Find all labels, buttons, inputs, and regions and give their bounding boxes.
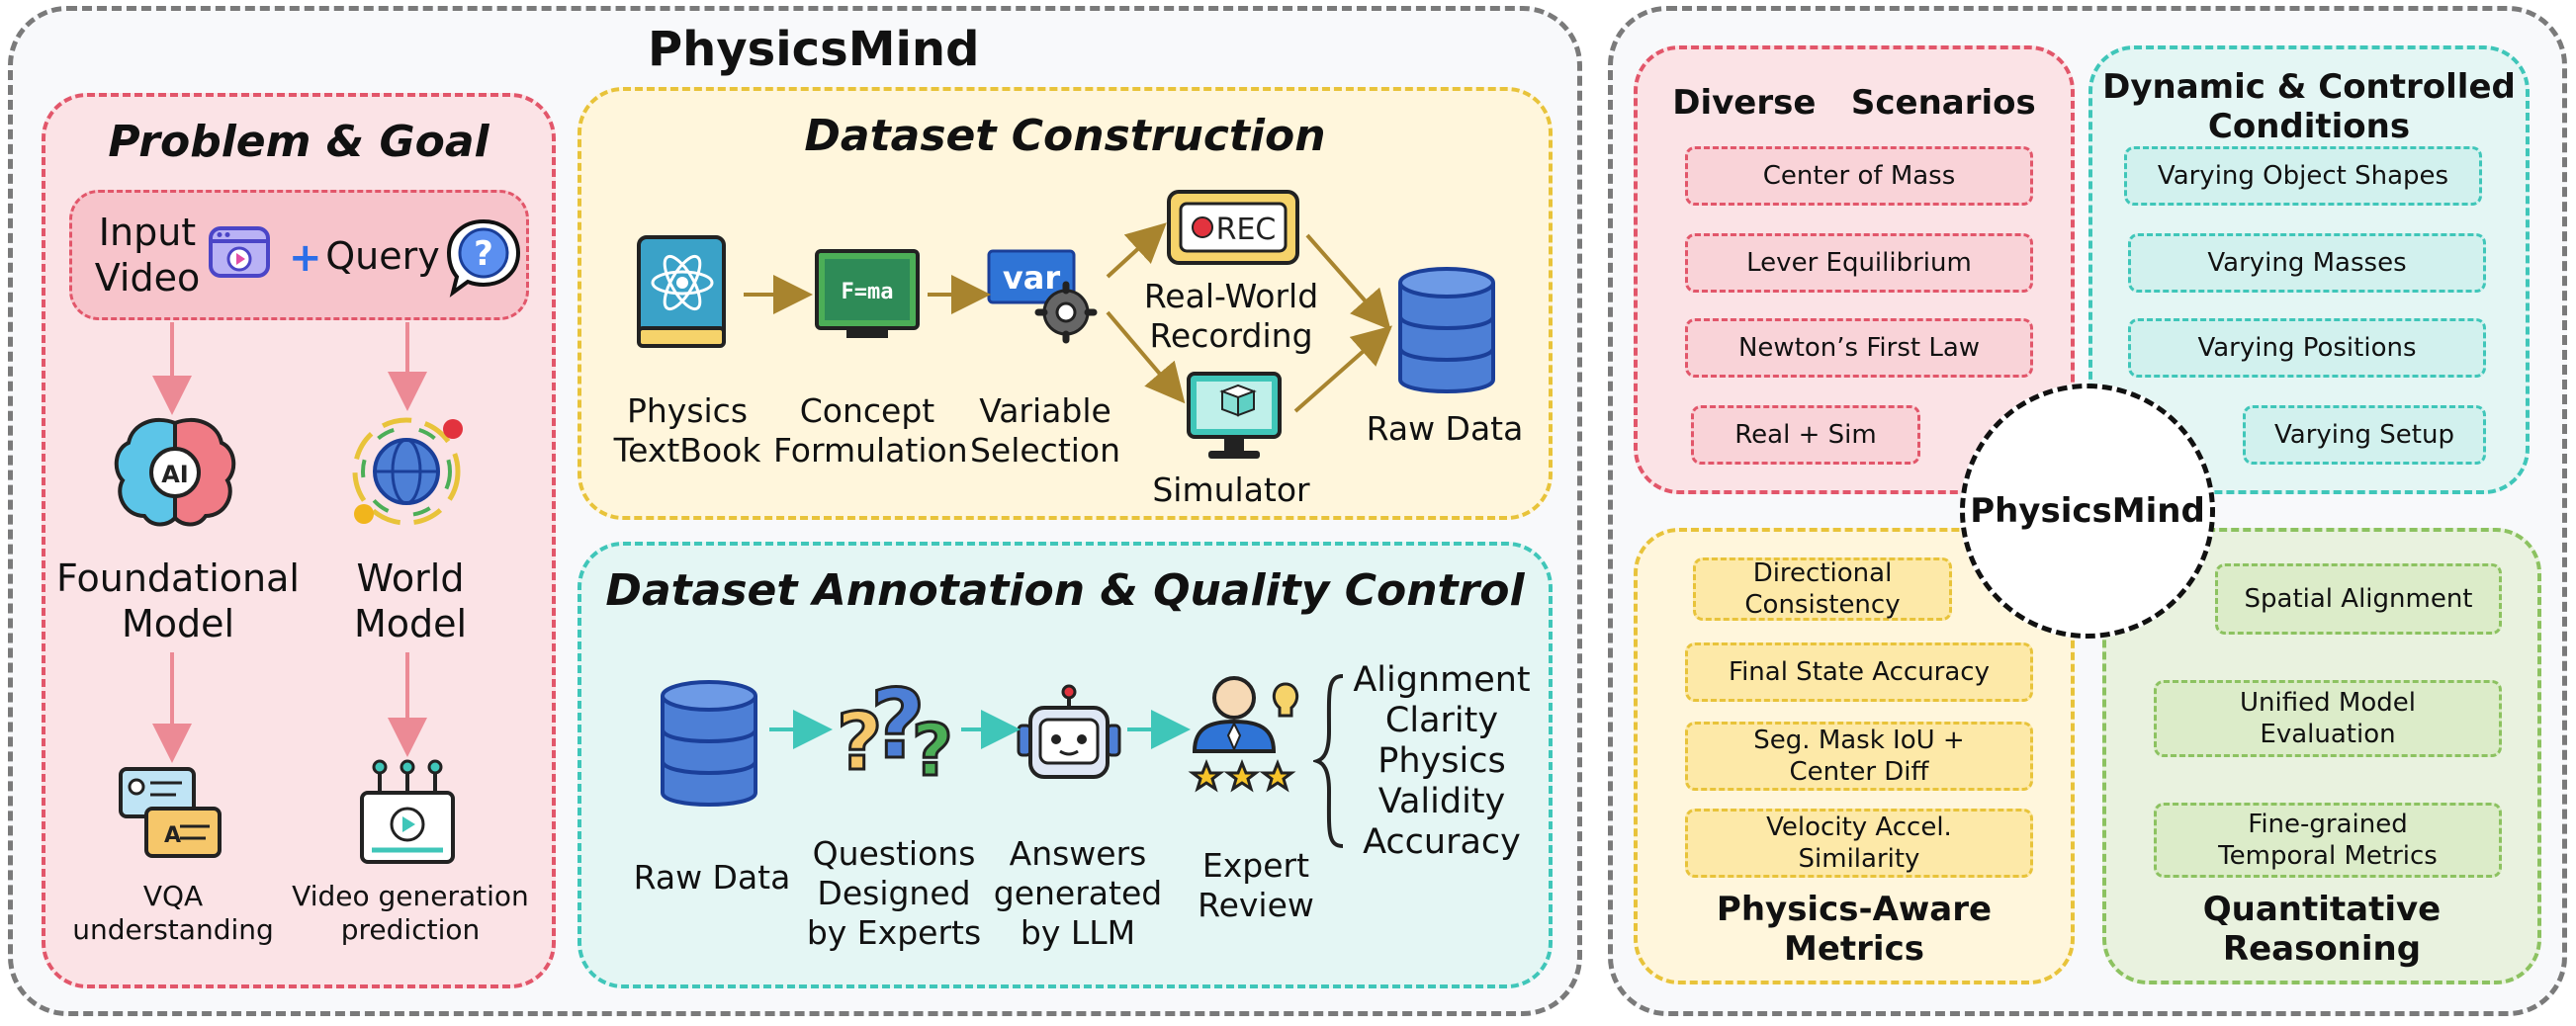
blackboard-icon: F=ma [813,247,922,346]
center-circle-label: PhysicsMind [1970,491,2205,531]
raw-data-label-2: Raw Data [633,858,791,897]
real-world-recording-label: Real-World Recording [1143,277,1319,355]
variable-gear-icon: var [985,245,1104,348]
expert-review-icon [1187,670,1305,797]
formula-text: F=ma [842,280,894,304]
pill-center-of-mass: Center of Mass [1685,146,2033,206]
video-icon [208,225,271,283]
svg-text:?: ? [474,234,493,274]
variable-selection-label: Variable Selection [969,391,1121,470]
criteria-brace [1310,672,1349,854]
criterion-clarity: Clarity [1384,701,1499,740]
textbook-label: Physics TextBook [613,391,761,470]
world-model-label: World Model [353,556,468,645]
criterion-alignment: Alignment [1353,660,1531,700]
physics-aware-title: Physics-Aware Metrics [1716,890,1993,969]
pill-varying-setup: Varying Setup [2243,405,2486,465]
criterion-physics: Physics [1377,741,1506,781]
pill-fine-grained-temporal: Fine-grained Temporal Metrics [2154,803,2502,878]
criteria-list: Alignment Clarity Physics Validity Accur… [1345,660,1539,863]
robot-llm-icon [1015,684,1123,791]
simulator-label: Simulator [1152,470,1310,509]
svg-text:?: ? [912,709,953,789]
pill-spatial-alignment: Spatial Alignment [2215,563,2502,635]
criterion-validity: Validity [1377,782,1506,821]
criterion-accuracy: Accuracy [1363,822,1521,862]
foundational-model-label: Foundational Model [56,556,300,645]
center-circle: PhysicsMind [1960,384,2215,639]
pill-newtons-first-law: Newton’s First Law [1685,318,2033,378]
svg-text:AI: AI [161,461,189,488]
query-label: Query [325,234,440,278]
rec-camera-icon: REC [1165,188,1301,271]
pill-lever-equilibrium: Lever Equilibrium [1685,233,2033,293]
svg-text:?: ? [837,696,882,788]
questions-label: Questions Designed by Experts [806,834,982,952]
pill-varying-masses: Varying Masses [2128,233,2486,293]
pill-seg-mask-iou: Seg. Mask IoU + Center Diff [1685,722,2033,791]
var-text: var [1003,259,1060,297]
simulator-monitor-icon [1185,370,1284,469]
pill-directional-consistency: Directional Consistency [1693,557,1952,621]
physics-textbook-icon [633,233,732,356]
diverse-scenarios-title: Diverse Scenarios [1672,83,2036,123]
dataset-annotation-title: Dataset Annotation & Quality Control [605,565,1525,616]
main-title: PhysicsMind [648,22,980,77]
brain-ai-icon: AI [111,413,239,536]
pill-varying-object-shapes: Varying Object Shapes [2124,146,2482,206]
questions-icon: ? ? ? [829,668,957,794]
expert-review-label: Expert Review [1198,846,1314,924]
concept-formulation-label: Concept Formulation [773,391,968,470]
globe-world-icon [342,407,471,540]
pill-real-sim: Real + Sim [1691,405,1920,465]
problem-goal-title: Problem & Goal [108,117,489,167]
dataset-construction-title: Dataset Construction [804,111,1326,161]
video-generation-icon [358,759,457,872]
database-icon [1394,263,1499,405]
vqa-label: VQA understanding [72,880,274,946]
svg-text:A: A [164,823,181,848]
quantitative-reasoning-title: Quantitative Reasoning [2202,890,2442,969]
raw-data-label: Raw Data [1366,409,1524,448]
question-bubble-icon: ? [443,215,524,302]
svg-text:?: ? [870,680,926,780]
video-generation-label: Video generation prediction [292,880,529,946]
vqa-chat-icon: A [117,765,225,868]
input-query-box [69,190,529,320]
dynamic-conditions-title: Dynamic & Controlled Conditions [2102,67,2516,146]
rec-text: REC [1216,213,1277,247]
input-video-label: Input Video [94,211,201,299]
answers-label: Answers generated by LLM [993,834,1163,952]
pill-velocity-accel: Velocity Accel. Similarity [1685,809,2033,878]
pill-final-state-accuracy: Final State Accuracy [1685,642,2033,702]
raw-data-database-icon [657,676,761,818]
plus-sign: + [289,235,322,281]
pill-varying-positions: Varying Positions [2128,318,2486,378]
pill-unified-model-evaluation: Unified Model Evaluation [2154,680,2502,757]
